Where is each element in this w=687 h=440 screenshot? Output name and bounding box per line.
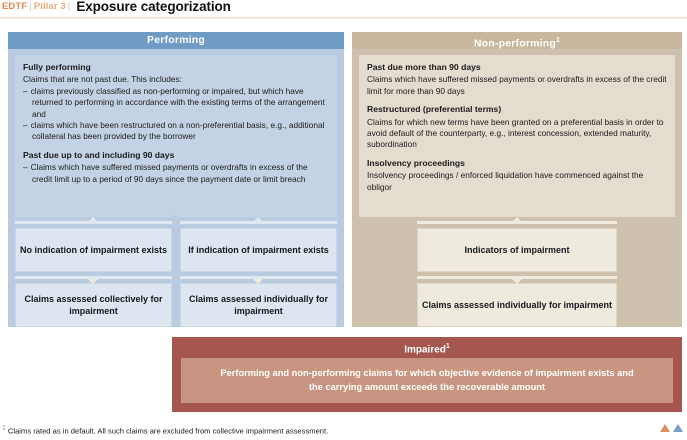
corner-markers: [660, 424, 683, 432]
node-claims-assessed-individually-performing[interactable]: Claims assessed individually for impairm…: [180, 283, 337, 327]
column-performing: Performing Fully performing Claims that …: [8, 32, 344, 327]
breadcrumb-pillar: Pillar 3: [33, 1, 66, 12]
breadcrumb-separator-2: |: [67, 1, 71, 12]
header-divider-secondary: [0, 18, 687, 19]
connector-arrow-up-right-icon: [253, 217, 263, 222]
impaired-section: Impaired1 Performing and non-performing …: [172, 337, 682, 412]
connector-line: [417, 276, 617, 279]
node-claims-assessed-collectively[interactable]: Claims assessed collectively for impairm…: [15, 283, 172, 327]
performing-block-0-paragraph: Claims that are not past due. This inclu…: [23, 74, 182, 85]
non-performing-description: Past due more than 90 days Claims which …: [359, 55, 675, 217]
triangle-blue-icon: [673, 424, 683, 432]
performing-description: Fully performing Claims that are not pas…: [15, 55, 337, 217]
triangle-orange-icon: [660, 424, 670, 432]
spacer: [367, 151, 667, 158]
non-performing-block-0-heading: Past due more than 90 days: [367, 62, 481, 72]
connector-line: [417, 221, 617, 224]
impaired-heading: Impaired1: [404, 343, 450, 356]
impaired-line-2: the carrying amount exceeds the recovera…: [308, 381, 546, 392]
impaired-line-1: Performing and non-performing claims for…: [220, 368, 634, 378]
performing-bullet-2: –claims which have been restructured on …: [23, 120, 325, 142]
non-performing-block-1-paragraph: Claims for which new terms have been gra…: [367, 116, 664, 150]
spacer: [23, 143, 329, 150]
connector-line-right: [180, 221, 337, 224]
connector-line-left: [15, 221, 172, 224]
non-performing-connector-row-1: [359, 217, 675, 228]
page-header: EDTF|Pillar 3| Exposure categorization: [0, 0, 687, 16]
connector-arrow-down-left-icon: [88, 279, 98, 284]
connector-arrow-up-icon: [512, 217, 522, 222]
non-performing-node-row-2: Claims assessed individually for impairm…: [417, 283, 617, 327]
performing-block-3-heading: Past due up to and including 90 days: [23, 149, 175, 160]
non-performing-block-0-paragraph: Claims which have suffered missed paymen…: [367, 74, 667, 96]
impaired-description: Performing and non-performing claims for…: [181, 358, 673, 403]
footnote-text: Claims rated as in default. All such cla…: [7, 426, 329, 436]
connector-arrow-down-icon: [512, 279, 522, 284]
performing-bullet-4: –Claims which have suffered missed payme…: [23, 162, 308, 184]
node-indicators-of-impairment[interactable]: Indicators of impairment: [417, 228, 617, 272]
footnote-marker: 1: [445, 343, 450, 350]
header-divider: [0, 17, 687, 18]
non-performing-block-2-paragraph: Insolvency proceedings / enforced liquid…: [367, 170, 644, 192]
non-performing-block-2-heading: Insolvency proceedings: [367, 157, 465, 168]
connector-line-left: [15, 276, 172, 279]
footnote-marker: 1: [556, 37, 561, 44]
node-claims-assessed-individually-non-performing[interactable]: Claims assessed individually for impairm…: [417, 283, 617, 327]
non-performing-block-1-heading: Restructured (preferential terms): [367, 104, 502, 115]
breadcrumb: EDTF|Pillar 3|: [2, 0, 72, 14]
node-if-indication-of-impairment[interactable]: If indication of impairment exists: [180, 228, 337, 272]
spacer: [367, 97, 667, 104]
connector-line-right: [180, 276, 337, 279]
column-non-performing: Non-performing1 Past due more than 90 da…: [352, 32, 682, 327]
performing-node-row-1: No indication of impairment exists If in…: [15, 228, 337, 272]
page-title: Exposure categorization: [76, 0, 231, 14]
bullet-dash-icon: –: [23, 162, 28, 173]
footnote-marker: 1: [2, 425, 6, 432]
breadcrumb-edtf: EDTF: [2, 1, 28, 12]
performing-bullet-1: –claims previously classified as non-per…: [23, 85, 325, 119]
bullet-dash-icon: –: [23, 120, 28, 131]
performing-block-0-heading: Fully performing: [23, 62, 91, 72]
non-performing-connector-row-2: [359, 272, 675, 284]
performing-connector-row-2: [15, 272, 337, 284]
non-performing-node-row-1: Indicators of impairment: [417, 228, 617, 272]
column-performing-heading: Performing: [8, 32, 344, 49]
performing-node-row-2: Claims assessed collectively for impairm…: [15, 283, 337, 327]
bullet-dash-icon: –: [23, 85, 28, 96]
breadcrumb-separator-1: |: [29, 1, 32, 12]
connector-arrow-up-left-icon: [88, 217, 98, 222]
connector-stem: [173, 215, 178, 223]
performing-connector-row-1: [15, 215, 337, 228]
connector-arrow-down-right-icon: [253, 279, 263, 284]
column-non-performing-heading: Non-performing1: [352, 32, 682, 50]
node-no-indication-of-impairment[interactable]: No indication of impairment exists: [15, 228, 172, 272]
